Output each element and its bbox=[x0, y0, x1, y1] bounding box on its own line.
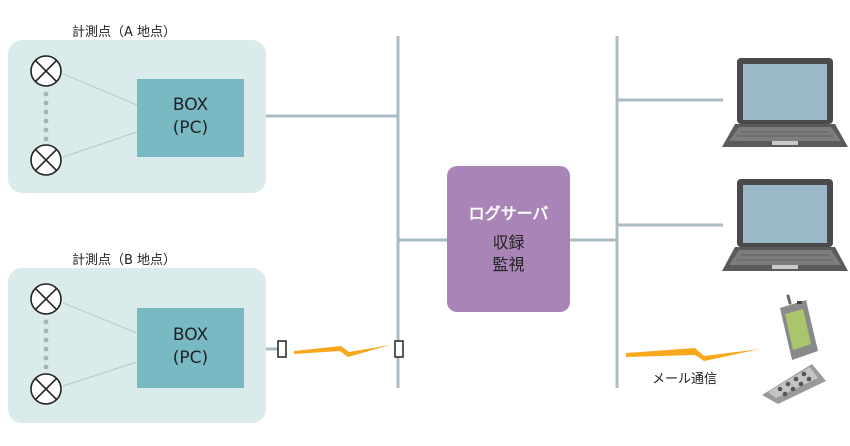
lightning-icon bbox=[626, 348, 760, 361]
box-label: BOX bbox=[173, 325, 209, 345]
ellipsis-dots bbox=[43, 319, 49, 370]
box-sublabel: (PC) bbox=[173, 348, 208, 368]
wireless-antenna-icon bbox=[394, 340, 404, 358]
sensor-link-line bbox=[62, 302, 138, 334]
lightning-icon bbox=[294, 345, 390, 357]
sensor-link-line bbox=[62, 73, 138, 106]
log-server: ログサーバ 収録 監視 bbox=[447, 166, 570, 312]
laptop-icon bbox=[722, 179, 848, 271]
box-sublabel: (PC) bbox=[173, 118, 208, 138]
site-a-group: 計測点（A 地点） BOX (PC) bbox=[8, 24, 266, 193]
sensor-link-line bbox=[62, 131, 138, 158]
server-function-record: 収録 bbox=[492, 233, 524, 252]
wireless-antenna-icon bbox=[277, 340, 287, 358]
server-title: ログサーバ bbox=[469, 204, 549, 223]
site-a-box bbox=[137, 79, 244, 157]
network-lines bbox=[266, 36, 723, 388]
mobile-phone-icon bbox=[762, 294, 826, 404]
site-a-label: 計測点（A 地点） bbox=[72, 24, 176, 40]
site-b-box bbox=[137, 308, 244, 388]
sensor-icon bbox=[30, 373, 62, 405]
mail-label: メール通信 bbox=[652, 372, 717, 387]
site-b-label: 計測点（B 地点） bbox=[72, 252, 176, 268]
log-server-box bbox=[447, 166, 570, 312]
sensor-link-line bbox=[62, 361, 138, 387]
box-label: BOX bbox=[173, 95, 209, 115]
sensor-icon bbox=[30, 144, 62, 176]
sensor-icon bbox=[30, 55, 62, 87]
ellipsis-dots bbox=[43, 91, 49, 142]
server-function-monitor: 監視 bbox=[492, 255, 524, 274]
laptop-icon bbox=[722, 58, 848, 147]
sensor-icon bbox=[30, 283, 62, 315]
site-b-group: 計測点（B 地点） BOX (PC) bbox=[8, 252, 266, 423]
